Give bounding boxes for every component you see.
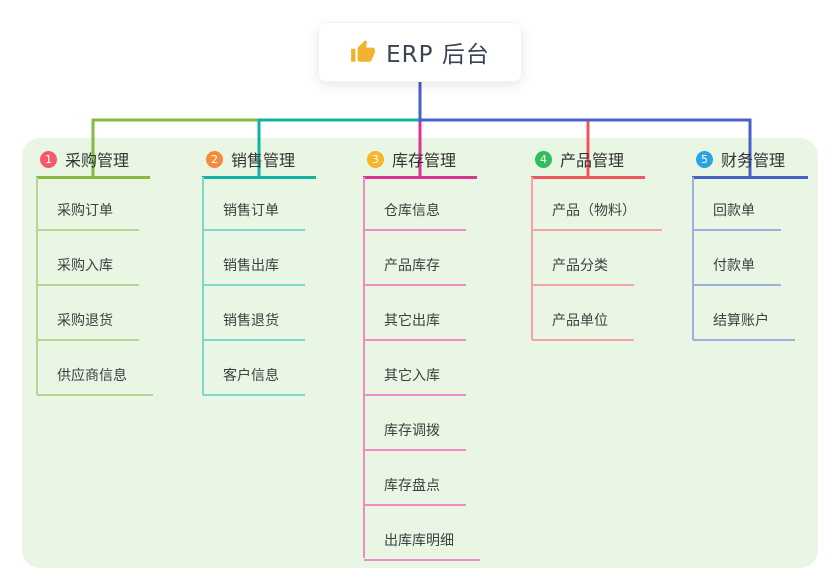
child-node[interactable]: 库存调拨 xyxy=(364,420,466,451)
branch-node-finance[interactable]: 5 财务管理 xyxy=(692,148,808,179)
root-label: ERP 后台 xyxy=(386,42,490,68)
branch-label: 库存管理 xyxy=(392,151,457,170)
child-node[interactable]: 库存盘点 xyxy=(364,475,466,506)
child-node[interactable]: 客户信息 xyxy=(203,365,305,396)
child-label: 库存调拨 xyxy=(384,423,440,439)
branch-label: 产品管理 xyxy=(560,151,625,170)
branch-label: 销售管理 xyxy=(231,151,296,170)
child-node[interactable]: 采购入库 xyxy=(37,255,139,286)
branch-label: 采购管理 xyxy=(65,151,130,170)
branch-children-connector xyxy=(202,177,204,395)
branches-panel xyxy=(22,138,818,568)
child-label: 采购订单 xyxy=(57,203,113,219)
child-label: 产品（物料） xyxy=(552,203,636,219)
branch-number-badge: 2 xyxy=(206,150,223,168)
branch-number-badge: 4 xyxy=(535,150,552,168)
child-label: 客户信息 xyxy=(223,368,279,384)
branch-number-badge: 3 xyxy=(367,150,384,168)
child-node[interactable]: 销售出库 xyxy=(203,255,305,286)
branch-children-connector xyxy=(363,177,365,558)
child-label: 产品库存 xyxy=(384,258,440,274)
child-label: 采购退货 xyxy=(57,313,113,329)
child-node[interactable]: 产品单位 xyxy=(532,310,634,341)
thumbs-up-icon xyxy=(351,40,376,62)
branch-label: 财务管理 xyxy=(721,151,786,170)
child-label: 出库库明细 xyxy=(384,533,454,549)
branch-children-connector xyxy=(36,177,38,395)
child-label: 其它入库 xyxy=(384,368,440,384)
child-node[interactable]: 回款单 xyxy=(693,200,781,231)
child-label: 产品分类 xyxy=(552,258,608,274)
branch-node-sales[interactable]: 2 销售管理 xyxy=(202,148,316,179)
child-label: 销售订单 xyxy=(223,203,279,219)
child-label: 销售退货 xyxy=(223,313,279,329)
branch-number-badge: 1 xyxy=(40,150,57,168)
branch-node-product[interactable]: 4 产品管理 xyxy=(531,148,645,179)
child-label: 库存盘点 xyxy=(384,478,440,494)
child-node[interactable]: 付款单 xyxy=(693,255,781,286)
root-node[interactable]: ERP 后台 xyxy=(318,22,522,82)
child-label: 采购入库 xyxy=(57,258,113,274)
branch-number-badge: 5 xyxy=(696,150,713,168)
child-node[interactable]: 产品分类 xyxy=(532,255,634,286)
child-node[interactable]: 出库库明细 xyxy=(364,530,480,561)
branch-node-procurement[interactable]: 1 采购管理 xyxy=(36,148,150,179)
child-label: 仓库信息 xyxy=(384,203,440,219)
child-node[interactable]: 其它入库 xyxy=(364,365,466,396)
child-node[interactable]: 采购订单 xyxy=(37,200,139,231)
child-node[interactable]: 产品（物料） xyxy=(532,200,662,231)
child-node[interactable]: 其它出库 xyxy=(364,310,466,341)
child-label: 销售出库 xyxy=(223,258,279,274)
branch-children-connector xyxy=(531,177,533,340)
child-label: 回款单 xyxy=(713,203,755,219)
branch-node-inventory[interactable]: 3 库存管理 xyxy=(363,148,477,179)
child-node[interactable]: 采购退货 xyxy=(37,310,139,341)
child-node[interactable]: 销售订单 xyxy=(203,200,305,231)
child-label: 供应商信息 xyxy=(57,368,127,384)
child-label: 其它出库 xyxy=(384,313,440,329)
child-node[interactable]: 仓库信息 xyxy=(364,200,466,231)
branch-children-connector xyxy=(692,177,694,340)
child-label: 结算账户 xyxy=(713,313,769,329)
child-node[interactable]: 销售退货 xyxy=(203,310,305,341)
child-node[interactable]: 供应商信息 xyxy=(37,365,153,396)
child-label: 付款单 xyxy=(713,258,755,274)
child-node[interactable]: 结算账户 xyxy=(693,310,795,341)
child-label: 产品单位 xyxy=(552,313,608,329)
child-node[interactable]: 产品库存 xyxy=(364,255,466,286)
